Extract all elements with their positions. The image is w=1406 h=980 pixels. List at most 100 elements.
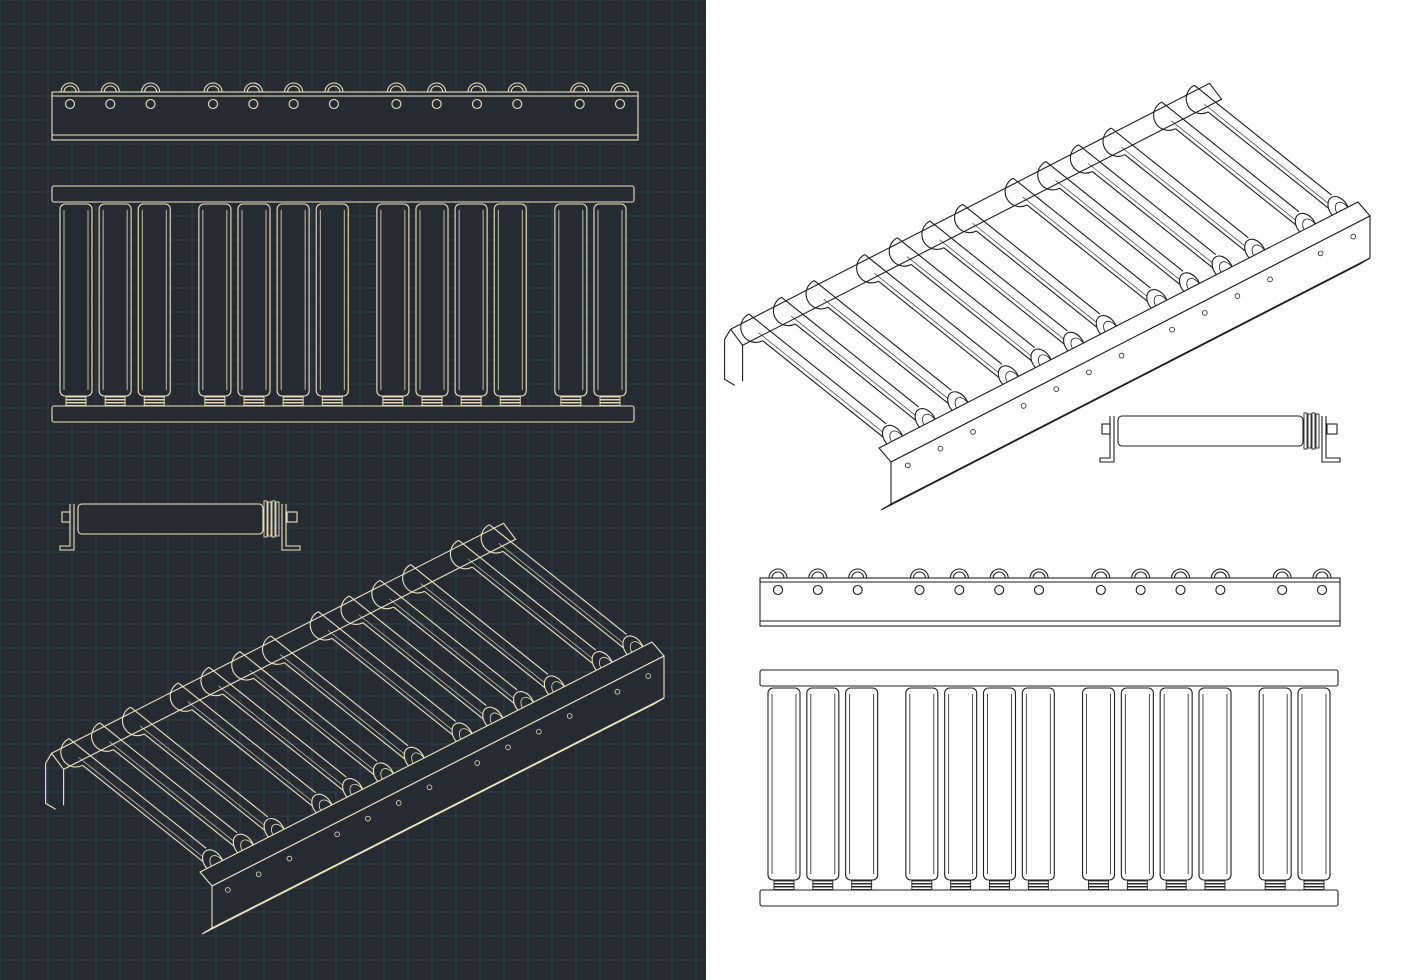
- pulley-groove: [65, 396, 87, 400]
- pulley-groove: [1264, 886, 1286, 890]
- pulley-groove: [382, 402, 404, 406]
- roller-highlight: [498, 543, 637, 654]
- roller-back-cap: [1185, 84, 1209, 115]
- roller-highlight: [1022, 196, 1161, 307]
- roller: [98, 203, 132, 397]
- left-bracket: [1099, 416, 1115, 463]
- axle-hole: [1175, 584, 1186, 596]
- roller-top-arc: [952, 571, 966, 579]
- bottom-rail: [759, 889, 1339, 907]
- roller: [1045, 161, 1198, 299]
- roller: [315, 203, 349, 397]
- roller: [1012, 177, 1165, 316]
- pulley-groove: [104, 402, 126, 406]
- far-rail-end: [724, 328, 744, 386]
- roller-back-cap: [309, 611, 333, 641]
- roller-back-cap: [402, 564, 425, 594]
- roller-back-cap: [231, 651, 254, 681]
- roller: [276, 203, 310, 397]
- roller: [1120, 687, 1154, 881]
- pulley-groove: [499, 396, 521, 400]
- roller-highlight: [1055, 179, 1193, 291]
- light-drawing-canvas: [706, 0, 1406, 980]
- roller-top-arc: [610, 82, 630, 93]
- pulley-groove: [421, 396, 443, 400]
- roller: [1194, 84, 1346, 223]
- roller: [905, 687, 939, 881]
- roller-top-arc: [1170, 568, 1191, 579]
- roller-top-arc: [851, 571, 865, 579]
- pulley-groove: [204, 402, 226, 406]
- pulley-groove: [599, 399, 621, 403]
- pulley-groove: [812, 883, 834, 887]
- roller: [1021, 687, 1055, 881]
- roller: [68, 738, 221, 876]
- pulley-groove: [560, 402, 582, 406]
- roller-detail-view: [1099, 412, 1341, 463]
- roller: [1297, 687, 1331, 881]
- axle-hole: [852, 584, 863, 596]
- pulley-groove: [282, 402, 304, 406]
- roller-top-arc: [613, 85, 627, 93]
- top-plan-view: [759, 669, 1339, 907]
- roller-top-arc: [507, 82, 527, 93]
- axle-hole: [1277, 584, 1288, 596]
- axle-hole: [1135, 584, 1146, 596]
- roller: [458, 539, 610, 678]
- pulley-groove: [382, 396, 404, 400]
- axle-hole: [1201, 310, 1208, 316]
- axle-hole: [566, 713, 573, 719]
- roller-top-arc: [949, 568, 969, 579]
- roller-top-arc: [992, 571, 1006, 579]
- pulley-groove: [460, 396, 482, 400]
- pulley-groove: [1126, 883, 1148, 887]
- roller-highlight: [790, 315, 929, 426]
- roller-top-arc: [1032, 571, 1046, 579]
- dark-drawing-canvas: [0, 0, 706, 980]
- roller-back-cap: [200, 666, 223, 697]
- pulley-groove: [421, 399, 443, 403]
- pulley-groove: [1088, 880, 1109, 884]
- axle-hole: [64, 98, 76, 110]
- roller: [864, 254, 1017, 392]
- axle-hole: [145, 98, 156, 110]
- roller-top-arc: [467, 82, 487, 93]
- axle-hole: [334, 831, 340, 838]
- top-rail: [51, 185, 635, 203]
- roller-top-arc: [470, 85, 484, 93]
- pulley-groove: [1027, 880, 1049, 884]
- pulley-groove: [560, 396, 582, 400]
- roller-top-arc: [141, 82, 161, 93]
- isometric-view: [45, 522, 665, 935]
- roller-highlight: [249, 670, 387, 781]
- pulley-groove: [1264, 883, 1286, 887]
- roller-back-cap: [1153, 101, 1176, 131]
- pulley-groove: [1165, 883, 1187, 887]
- roller-back-cap: [1102, 127, 1126, 157]
- axle-hole: [1086, 369, 1092, 376]
- pulley-groove: [1126, 880, 1148, 884]
- roller: [348, 595, 501, 733]
- axle-hole: [255, 871, 262, 878]
- axle-hole: [426, 784, 433, 791]
- roller-highlight: [109, 741, 247, 852]
- roller-back-cap: [1004, 177, 1028, 208]
- roller-highlight: [758, 332, 896, 443]
- pulley-groove: [911, 880, 933, 884]
- roller-highlight: [972, 222, 1110, 333]
- axle-hole: [505, 744, 511, 751]
- pulley-groove: [65, 399, 87, 403]
- roller: [130, 706, 282, 845]
- light-paper-panel: [706, 0, 1406, 980]
- axle-hole: [248, 98, 259, 110]
- pulley-groove: [851, 883, 873, 887]
- roller-top-arc: [1275, 571, 1289, 579]
- roller-top-arc: [284, 82, 304, 93]
- pulley-groove: [104, 399, 126, 403]
- roller-top-arc: [848, 568, 868, 579]
- axle-hole: [512, 98, 523, 110]
- pulley-groove: [204, 399, 226, 403]
- roller-highlight: [139, 725, 278, 836]
- roller-back-cap: [954, 203, 977, 234]
- roller-top-arc: [1131, 568, 1151, 579]
